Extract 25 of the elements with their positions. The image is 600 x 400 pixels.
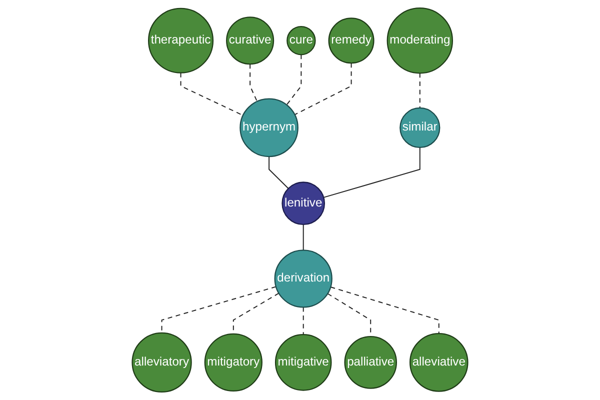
word-node: curative <box>226 16 274 65</box>
word-node: lenitive <box>282 182 326 226</box>
word-node: alleviatory <box>132 332 192 393</box>
word-node: palliative <box>344 336 397 389</box>
word-node: derivation <box>274 250 332 308</box>
connector <box>180 72 244 116</box>
connector <box>286 54 302 106</box>
word-node: mitigatory <box>204 333 262 392</box>
connector <box>250 64 258 102</box>
connector <box>294 62 352 116</box>
connector <box>302 306 304 336</box>
connector <box>161 286 276 334</box>
word-node: hypernym <box>240 98 298 158</box>
word-node: similar <box>400 107 440 148</box>
word-node: alleviative <box>409 333 468 392</box>
connector <box>330 286 440 334</box>
word-node: mitigative <box>274 334 332 391</box>
connector <box>419 72 420 108</box>
connector <box>268 156 289 189</box>
connector <box>302 224 304 251</box>
word-node: moderating <box>386 7 453 74</box>
connector <box>323 146 420 198</box>
word-node: remedy <box>328 18 374 64</box>
word-node: cure <box>286 26 316 56</box>
word-node: therapeutic <box>148 8 214 74</box>
